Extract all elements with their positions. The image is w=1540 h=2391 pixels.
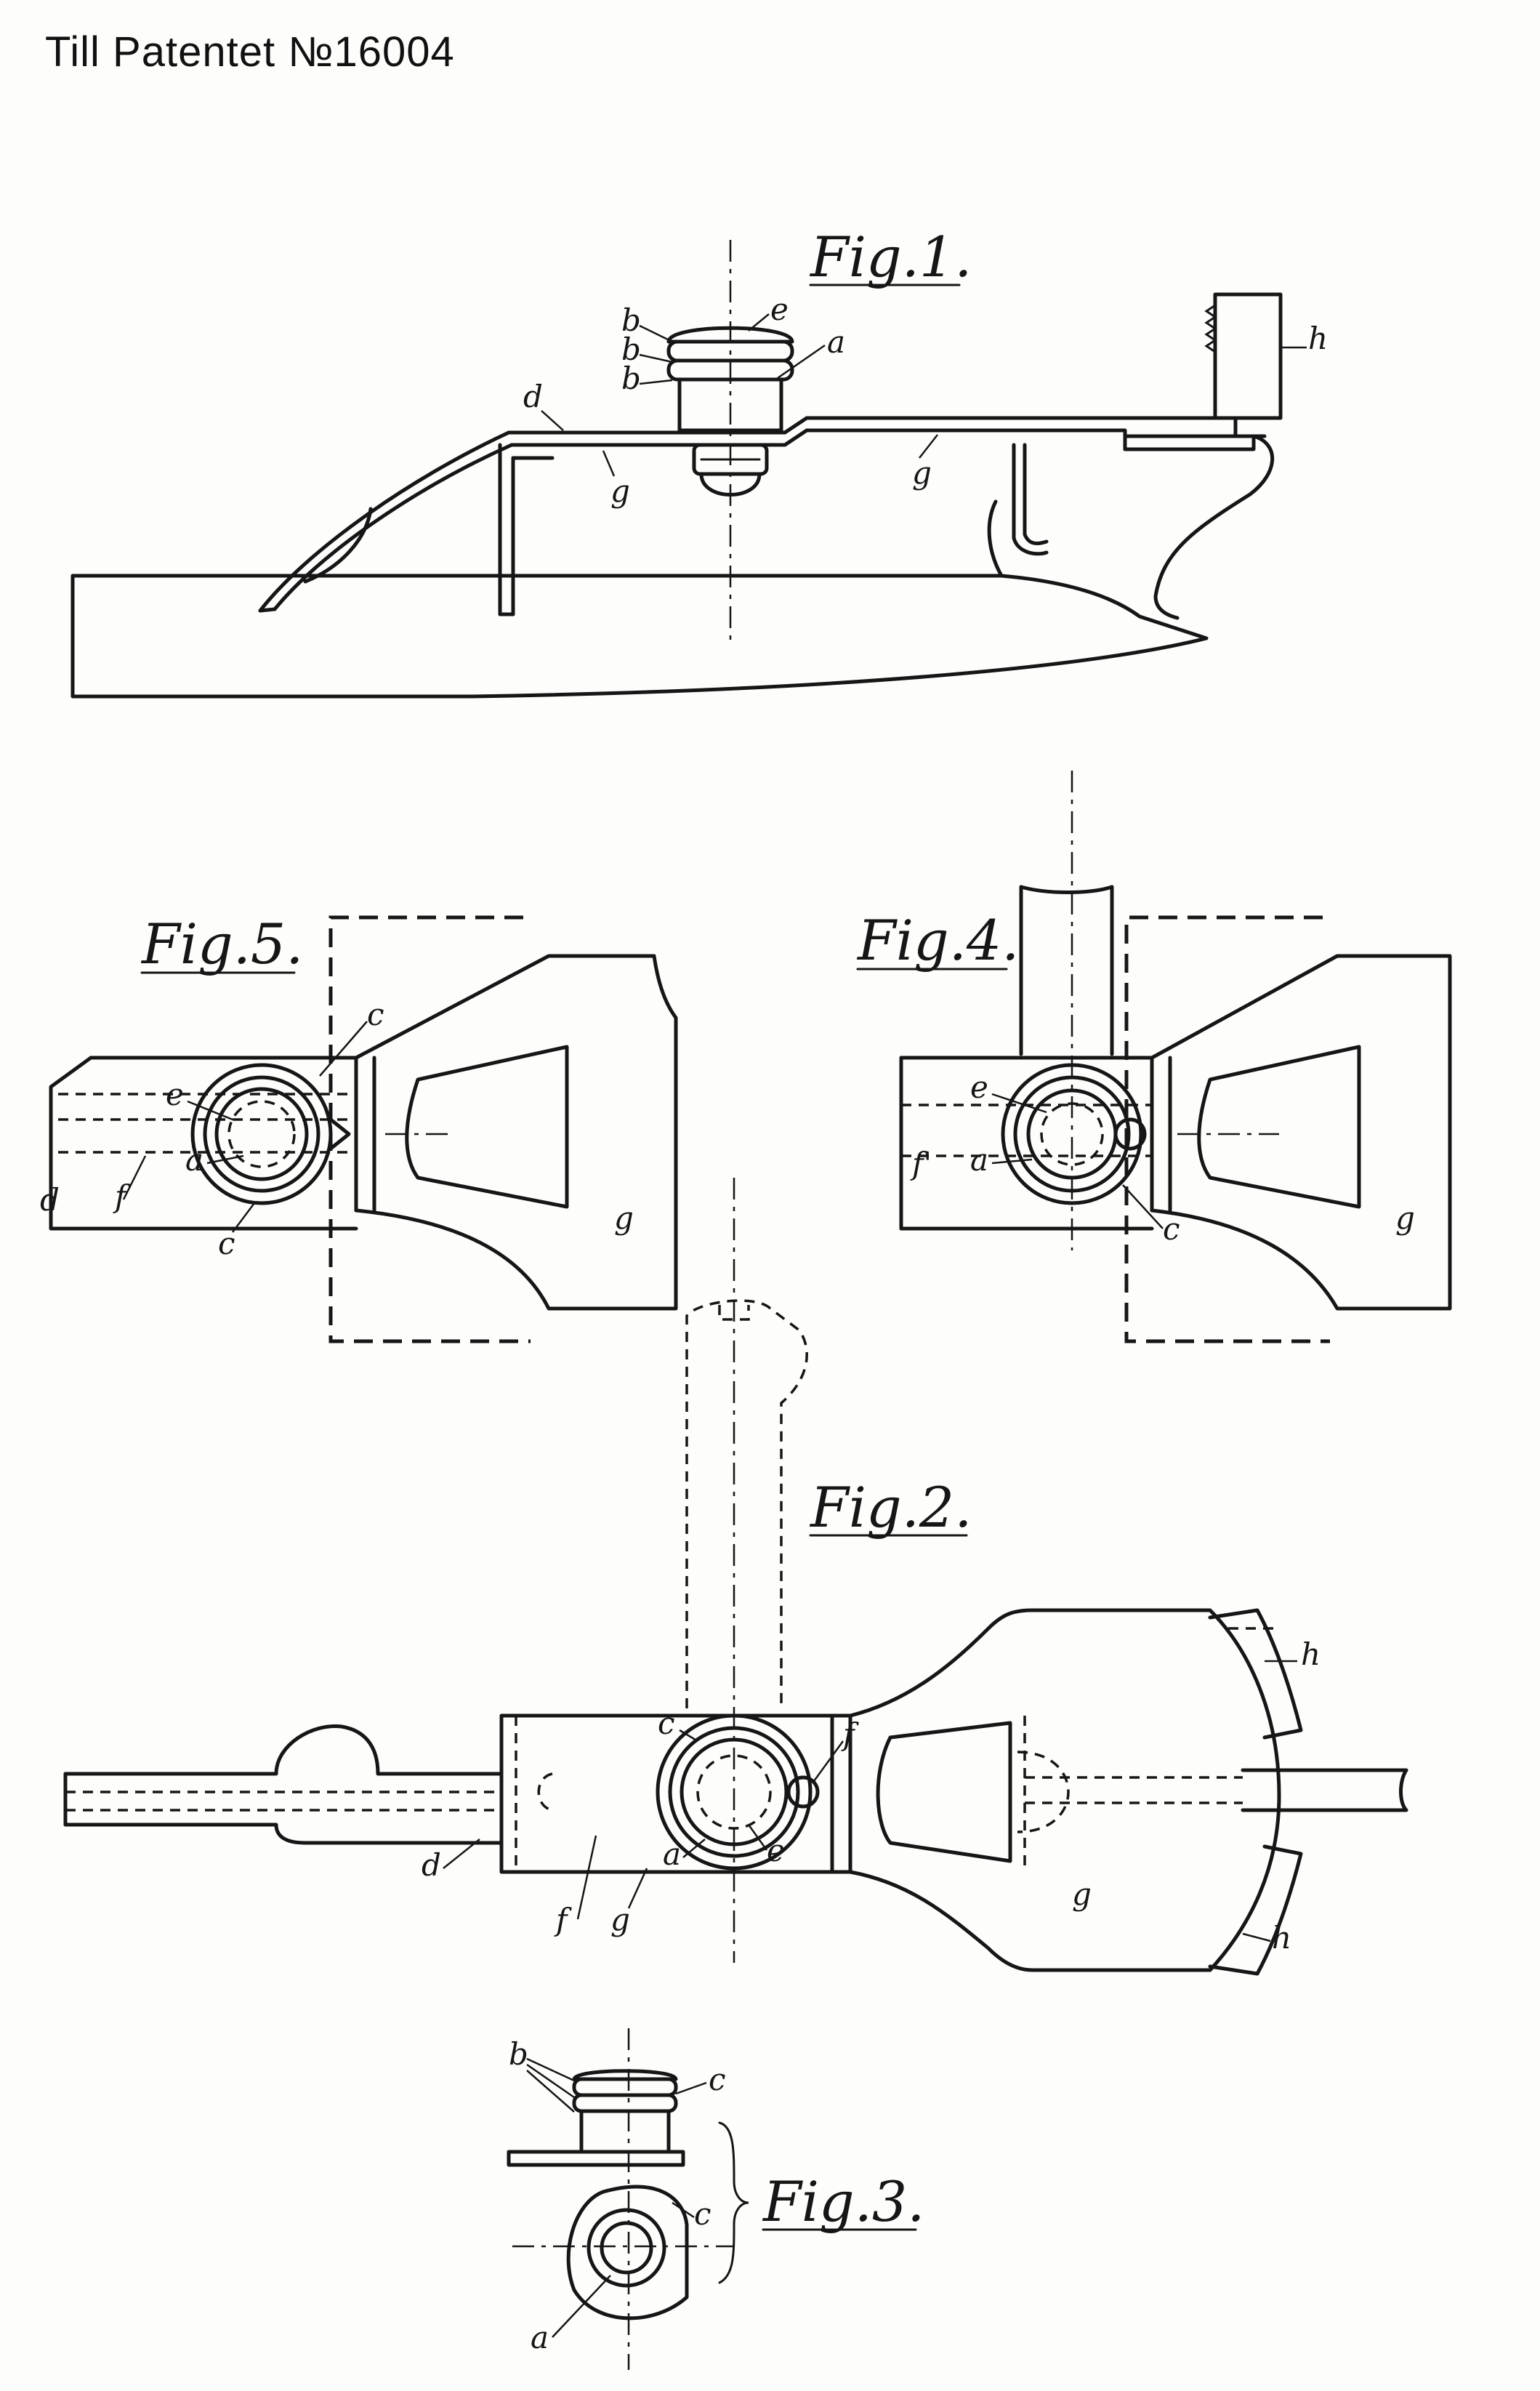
ref-h: h xyxy=(1301,1636,1321,1672)
figure-2-label: Fig.2. xyxy=(809,1475,972,1540)
ref-b: b xyxy=(621,331,641,367)
ref-a: a xyxy=(827,324,845,360)
ref-e: e xyxy=(767,1833,785,1868)
ref-f: f xyxy=(841,1716,859,1752)
ref-a: a xyxy=(185,1142,203,1178)
ref-c: c xyxy=(367,997,384,1032)
ref-b: b xyxy=(621,302,641,338)
ref-c: c xyxy=(1163,1211,1180,1247)
figure-5: c e a f d c g Fig.5. xyxy=(40,912,678,1343)
ref-g: g xyxy=(610,473,630,509)
ref-a: a xyxy=(970,1142,988,1178)
ref-c: c xyxy=(658,1705,675,1741)
ref-h: h xyxy=(1308,321,1328,356)
figure-4: e f' a c g Fig.4. xyxy=(856,771,1452,1343)
ref-g: g xyxy=(610,1902,630,1937)
ref-f: f xyxy=(113,1178,131,1214)
ref-b: b xyxy=(509,2036,528,2072)
ref-a: a xyxy=(531,2320,549,2355)
ref-g: g xyxy=(1395,1200,1415,1236)
figure-5-label: Fig.5. xyxy=(140,912,303,976)
figure-3: b c c a Fig.3. xyxy=(507,2028,924,2370)
figure-1: b b b e a d g g h Fig.1. xyxy=(70,225,1328,699)
ref-c: c xyxy=(709,2062,726,2097)
ref-g: g xyxy=(1072,1876,1092,1912)
figure-4-label: Fig.4. xyxy=(856,908,1019,973)
ref-f: f xyxy=(554,1902,572,1937)
ref-e: e xyxy=(166,1077,184,1112)
figure-1-label: Fig.1. xyxy=(809,225,972,289)
ref-e: e xyxy=(970,1069,988,1105)
ref-a: a xyxy=(663,1836,681,1872)
patent-header: Till Patentet №16004 xyxy=(45,28,455,76)
figure-3-label: Fig.3. xyxy=(762,2169,924,2234)
ref-h: h xyxy=(1272,1920,1291,1956)
ref-e: e xyxy=(770,292,789,327)
ref-g: g xyxy=(912,455,932,491)
ref-c: c xyxy=(694,2196,711,2232)
figure-2: h h c f d f g a e g Fig.2. xyxy=(63,1178,1408,1976)
ref-d: d xyxy=(422,1847,441,1883)
ref-f-prime: f' xyxy=(910,1146,932,1181)
ref-c: c xyxy=(218,1226,235,1261)
ref-d: d xyxy=(523,379,543,414)
ref-g: g xyxy=(614,1200,634,1236)
ref-b: b xyxy=(621,361,641,396)
ref-d: d xyxy=(40,1182,60,1218)
